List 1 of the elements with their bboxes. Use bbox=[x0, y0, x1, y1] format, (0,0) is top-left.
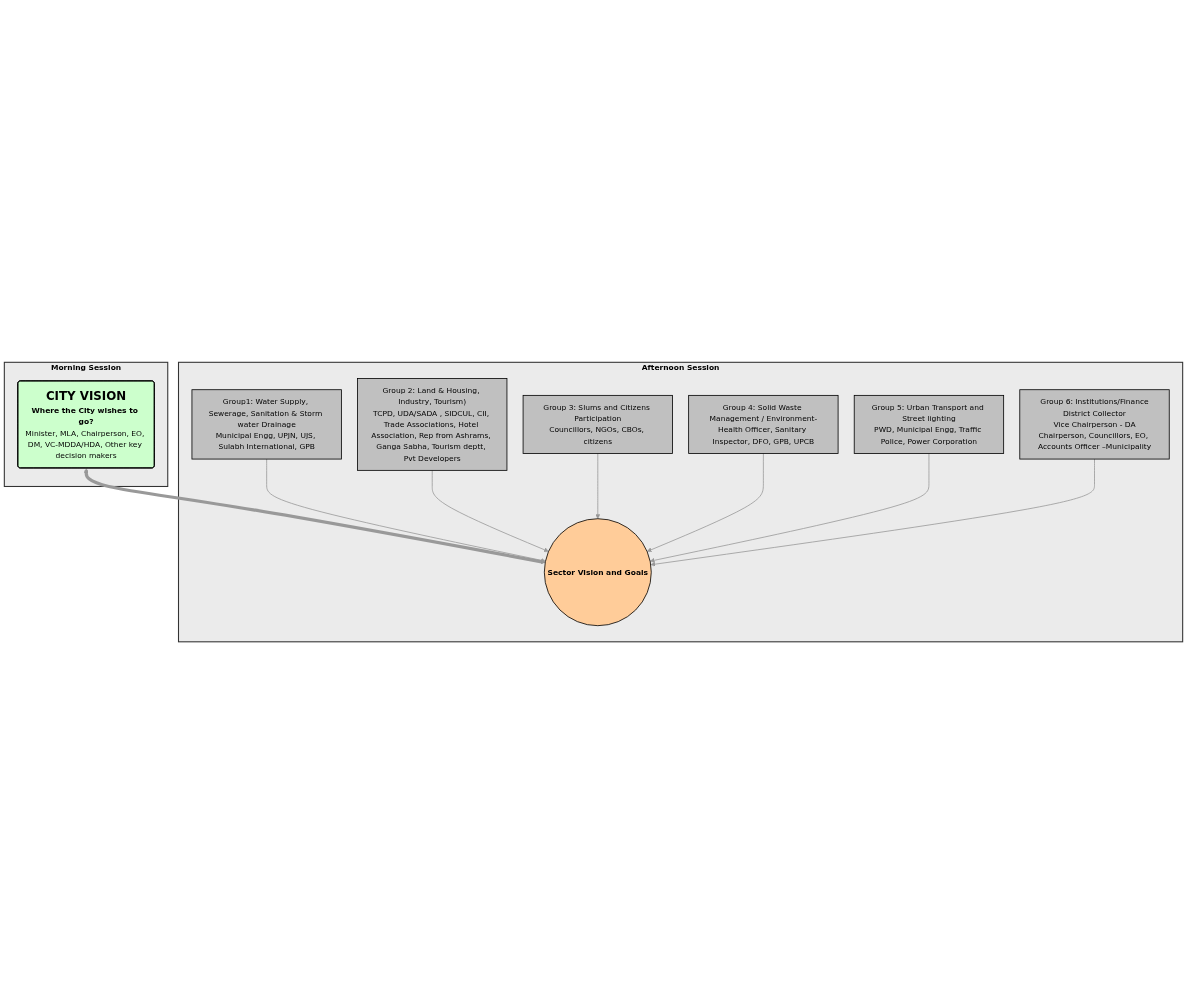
arrow bbox=[83, 468, 546, 565]
